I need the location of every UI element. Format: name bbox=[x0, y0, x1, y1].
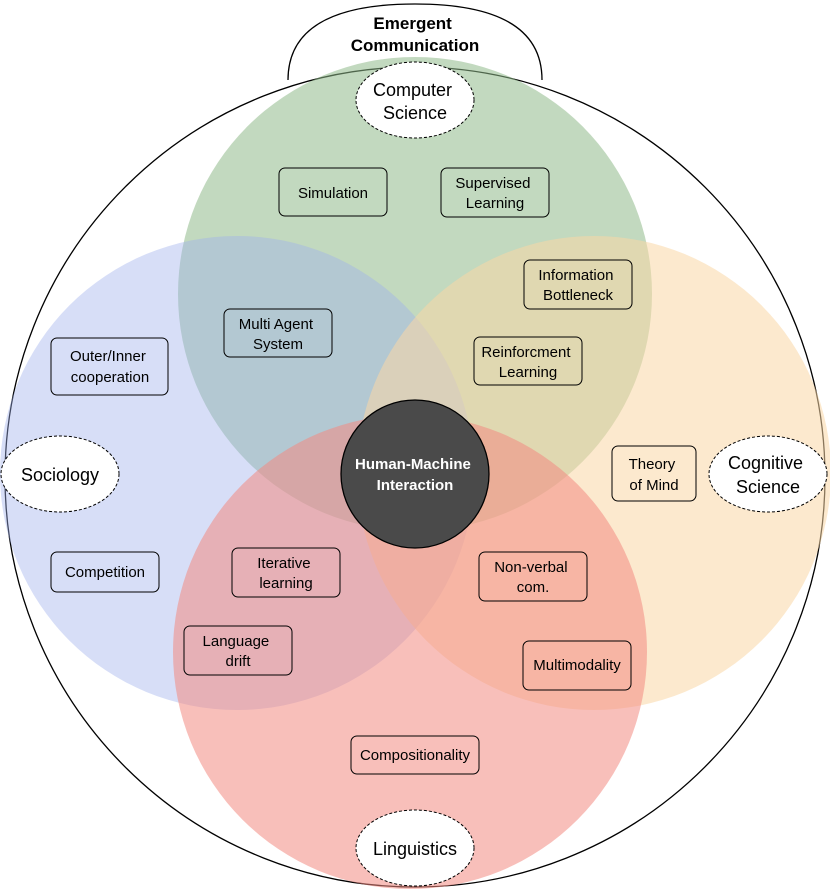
simulation-box: Simulation bbox=[278, 167, 388, 217]
information-bottleneck-box: Information Bottleneck bbox=[523, 259, 633, 310]
human-machine-interaction-circle bbox=[340, 399, 490, 549]
cognitive-science-field bbox=[708, 435, 828, 513]
multimodality-box: Multimodality bbox=[522, 640, 632, 691]
competition-box: Competition bbox=[50, 551, 160, 593]
svg-text:Theory of Mind: Theory of Mind bbox=[629, 456, 680, 494]
svg-text:Supervised Learning: Supervised Learning bbox=[455, 175, 534, 212]
linguistics-label: Linguistics bbox=[373, 839, 457, 859]
linguistics-circle bbox=[173, 415, 647, 889]
language-drift-box: Language drift bbox=[183, 625, 293, 676]
sociology-field bbox=[0, 435, 120, 513]
computer-science-field bbox=[355, 61, 475, 139]
svg-text:Compositionality: Compositionality bbox=[360, 747, 471, 764]
svg-text:Outer/Inner cooperation: Outer/Inner cooperation bbox=[70, 348, 150, 386]
reinforcement-learning-box: Reinforcment Learning bbox=[473, 336, 583, 386]
diagram-title: Emergent Communication bbox=[351, 14, 479, 55]
multi-agent-system-box: Multi Agent System bbox=[223, 308, 333, 358]
linguistics-field bbox=[355, 809, 475, 887]
iterative-learning-box: Iterative learning bbox=[231, 547, 341, 598]
outer-inner-cooperation-box: Outer/Inner cooperation bbox=[50, 337, 169, 396]
svg-text:Reinforcment Learning: Reinforcment Learning bbox=[481, 344, 574, 381]
svg-text:Simulation: Simulation bbox=[298, 185, 368, 202]
computer-science-label: Computer Science bbox=[373, 80, 457, 123]
cognitive-science-label: Cognitive Science bbox=[728, 453, 808, 497]
svg-text:Competition: Competition bbox=[65, 564, 145, 581]
svg-text:Information Bottleneck: Information Bottleneck bbox=[538, 267, 617, 304]
svg-text:Multimodality: Multimodality bbox=[533, 657, 621, 674]
svg-text:Language drift: Language drift bbox=[203, 633, 274, 670]
svg-text:Multi Agent System: Multi Agent System bbox=[239, 316, 317, 353]
theory-of-mind-box: Theory of Mind bbox=[611, 445, 697, 502]
title-tab bbox=[287, 3, 543, 81]
supervised-learning-box: Supervised Learning bbox=[440, 167, 550, 218]
sociology-label: Sociology bbox=[21, 465, 99, 485]
svg-text:Non-verbal com.: Non-verbal com. bbox=[494, 559, 572, 596]
svg-text:Iterative learning: Iterative learning bbox=[257, 555, 315, 592]
non-verbal-com-box: Non-verbal com. bbox=[478, 551, 588, 602]
compositionality-box: Compositionality bbox=[350, 735, 480, 775]
human-machine-interaction-label: Human-Machine Interaction bbox=[355, 456, 475, 494]
